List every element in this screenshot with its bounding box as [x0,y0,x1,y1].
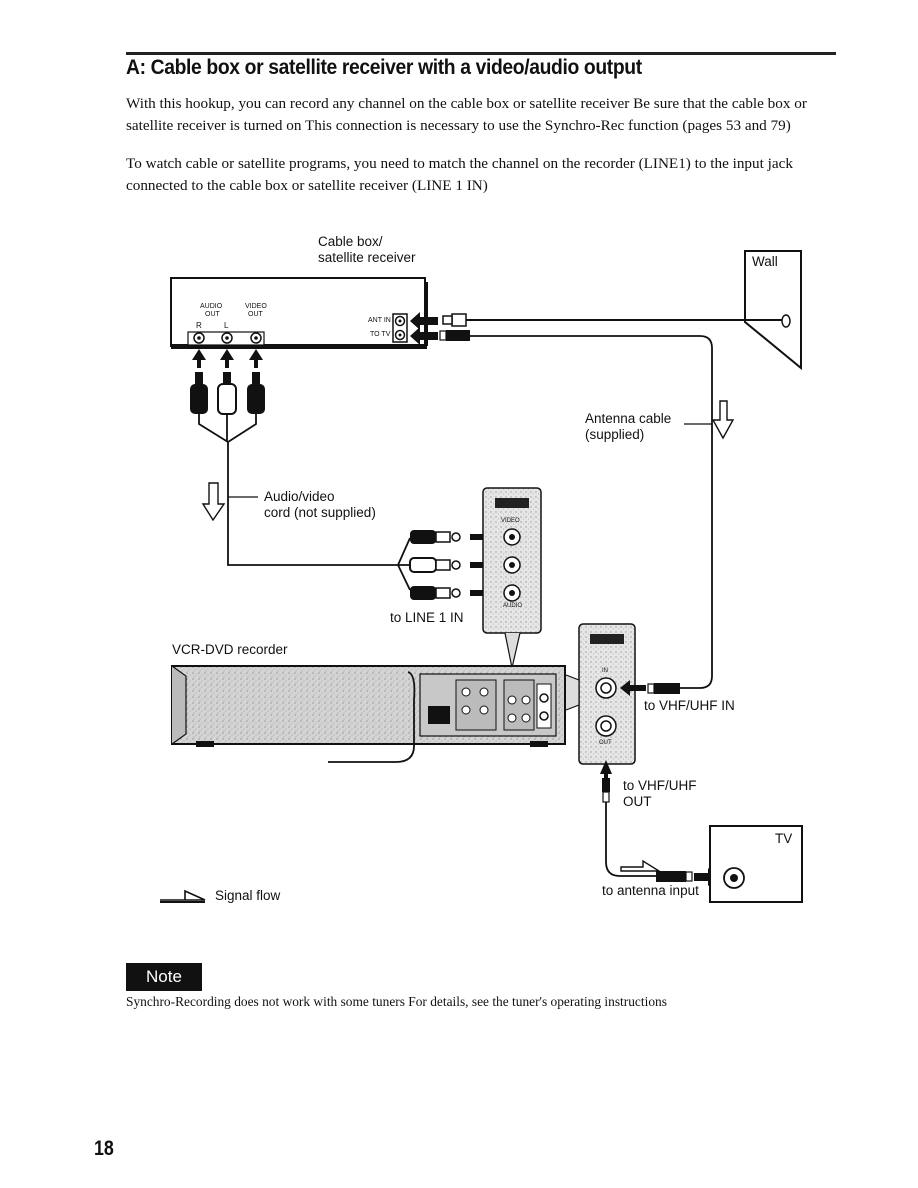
signal-flow-label: Signal flow [215,888,281,903]
instruction-paragraph: To watch cable or satellite programs, yo… [126,155,793,194]
to-tv-label: TO TV [370,331,391,338]
ant-in-jack [394,315,406,327]
intro-paragraph: With this hookup, you can record any cha… [126,95,807,134]
line1-in-panel [482,487,542,669]
to-tv-jack [394,329,406,341]
to-vhf-uhf-out-label-2: OUT [623,794,652,809]
av-cord [227,442,398,566]
signal-arrow-right-tv [620,859,662,872]
note-badge: Note [126,963,202,991]
signal-arrow-down-antenna [711,400,735,440]
signal-arrow-down-av [201,482,226,522]
recorder-label: VCR-DVD recorder [172,642,288,657]
ant-in-label: ANT IN [368,317,391,324]
rca-plugs-top [190,372,265,443]
audio-out-label: AUDIO [200,303,223,310]
title-rule [126,52,836,55]
cable-box-label: Cable box/ [318,234,383,249]
cable-box [170,277,428,349]
audio-l-jack [221,332,233,344]
r-label: R [196,321,202,330]
audio-out-label-2: OUT [205,311,220,318]
antenna-cable-label: Antenna cable [585,411,672,426]
vcr-dvd-recorder [171,665,566,763]
antenna-input-label: to antenna input [602,883,699,898]
rca-plugs-bottom [409,530,461,600]
section-title: A: Cable box or satellite receiver with … [126,56,642,79]
audio-jack-label: AUDIO [503,603,523,609]
video-out-label: VIDEO [245,303,267,310]
signal-flow-icon [160,889,206,903]
wall [744,250,802,371]
wall-label: Wall [752,254,778,269]
antenna-cable-wall [410,312,782,330]
to-vhf-uhf-out-label: to VHF/UHF [623,778,697,793]
l-label: L [224,321,229,330]
antenna-cable-supplied [410,327,713,696]
video-out-jack [250,332,262,344]
to-vhf-uhf-in-label: to VHF/UHF IN [644,698,735,713]
vhf-out-jack-label: OUT [599,740,612,746]
tv-label: TV [775,831,793,846]
av-cord-label: Audio/video [264,489,335,504]
vhf-in-jack-label: IN [602,668,608,674]
video-out-label-2: OUT [248,311,263,318]
video-jack-label: VIDEO [501,518,520,524]
rca-arrows [192,349,263,368]
audio-r-jack [193,332,205,344]
antenna-cable-label-2: (supplied) [585,427,645,442]
tv [709,825,803,903]
line1-in-label: to LINE 1 IN [390,610,464,625]
av-cord-label-2: cord (not supplied) [264,505,376,520]
note-text: Synchro-Recording does not work with som… [126,994,667,1009]
cable-box-label-2: satellite receiver [318,250,416,265]
page-number: 18 [94,1137,114,1160]
